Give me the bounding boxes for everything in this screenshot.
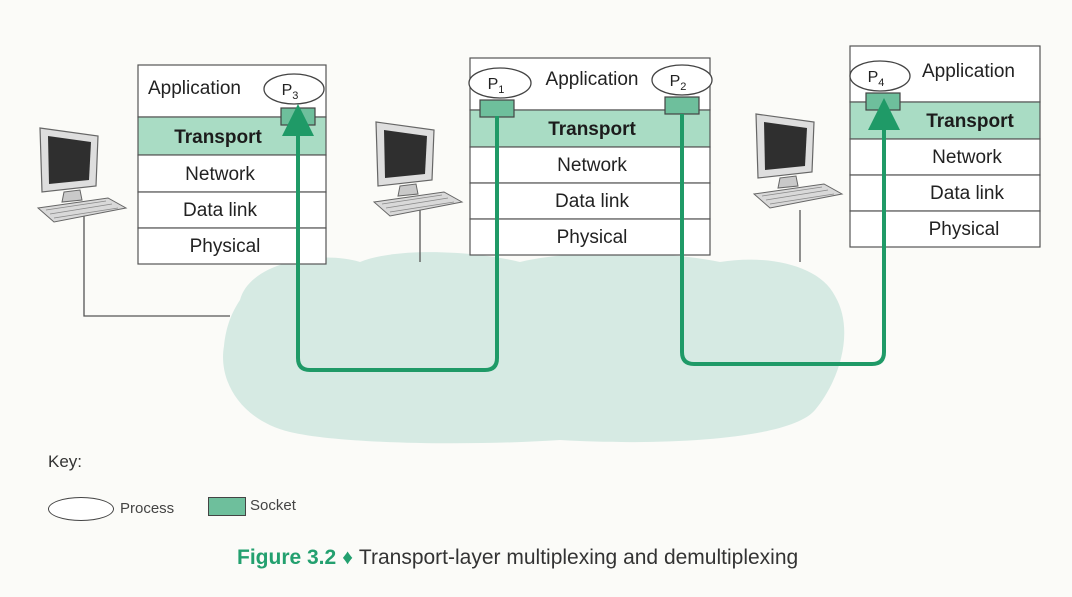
protocol-stack-host-3: Application Transport Network Data link … — [849, 45, 1041, 248]
layer-label-physical: Physical — [190, 236, 261, 257]
process-label-p3: P3 — [282, 82, 299, 102]
network-cloud — [223, 252, 845, 444]
layer-label-application: Application — [546, 69, 639, 90]
layer-label-transport: Transport — [174, 127, 262, 148]
legend-socket-label: Socket — [250, 497, 296, 514]
layer-label-transport: Transport — [548, 119, 636, 140]
network-links — [83, 210, 801, 317]
computer-icon — [372, 121, 464, 217]
process-ellipse-p2 — [651, 64, 713, 96]
layer-label-application: Application — [922, 61, 1015, 82]
layer-label-network: Network — [185, 164, 255, 185]
layer-label-data-link: Data link — [555, 191, 629, 212]
layer-label-data-link: Data link — [930, 183, 1004, 204]
layer-label-data-link: Data link — [183, 200, 257, 221]
layer-label-transport: Transport — [926, 111, 1014, 132]
protocol-stack-host-2: Application Transport Network Data link … — [468, 57, 713, 256]
socket-icon — [479, 99, 515, 118]
process-label-p1: P1 — [488, 76, 505, 96]
path-p2-to-p4 — [680, 98, 900, 366]
process-ellipse-p1 — [468, 67, 532, 99]
link-host1 — [83, 212, 230, 317]
process-label-p4: P4 — [868, 69, 885, 89]
legend-process-ellipse — [48, 497, 114, 521]
process-label-p2: P2 — [670, 73, 687, 93]
legend-process-label: Process — [120, 500, 175, 517]
process-ellipse-p4 — [849, 60, 911, 92]
layer-label-network: Network — [932, 147, 1002, 168]
socket-icon — [664, 96, 700, 115]
caption-separator: ♦ — [342, 546, 353, 569]
path-p1-to-p3 — [282, 104, 499, 372]
computer-icon — [752, 113, 844, 209]
socket-icon — [865, 92, 901, 111]
figure-caption: Figure 3.2♦Transport-layer multiplexing … — [237, 546, 798, 570]
computer-icon — [36, 127, 128, 223]
layer-label-network: Network — [557, 155, 627, 176]
figure-number: Figure 3.2 — [237, 546, 337, 569]
legend-socket-icon — [208, 497, 246, 516]
key-title: Key: — [48, 452, 83, 471]
layer-label-physical: Physical — [929, 219, 1000, 240]
caption-text: Transport-layer multiplexing and demulti… — [358, 546, 799, 569]
layer-label-application: Application — [148, 78, 241, 99]
layer-label-physical: Physical — [557, 227, 628, 248]
